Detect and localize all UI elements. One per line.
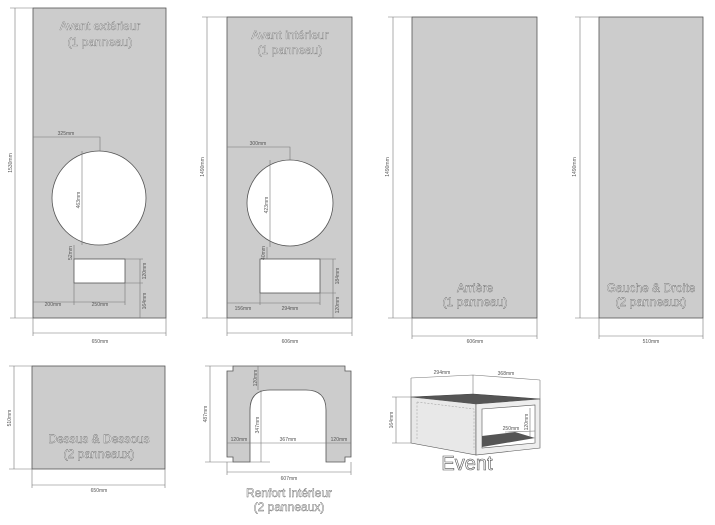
dim-bottom: 120mm — [335, 297, 341, 314]
dim-height: 1530mm — [8, 153, 14, 172]
event-3d-view: 294mm 368mm 164mm 250mm 120mm Event — [389, 370, 541, 475]
panel-shape — [411, 16, 538, 319]
dim-left: 200mm — [45, 302, 62, 308]
panel-gauche-droite: 1490mm 510mm Gauche & Droite (2 panneaux… — [572, 16, 704, 345]
dim-width: 368mm — [498, 371, 515, 377]
dim-right: 120mm — [331, 437, 348, 443]
dim-left: 120mm — [231, 437, 248, 443]
panel-title: Dessus & Dessous — [48, 432, 149, 446]
dim-width: 606mm — [282, 339, 299, 345]
panel-avant-interieur: 1490mm 606mm 300mm 423mm 40mm 184mm 120m… — [200, 16, 353, 345]
dim-hole-width: 250mm — [92, 302, 109, 308]
dim-height: 487mm — [203, 406, 209, 423]
dim-inner-width: 250mm — [503, 426, 520, 432]
dim-height: 164mm — [389, 412, 395, 429]
dim-width: 650mm — [92, 339, 109, 345]
panel-title: Avant intérieur — [251, 28, 328, 42]
dim-height: 1490mm — [200, 157, 206, 176]
dim-top: 120mm — [253, 370, 259, 387]
panel-title: Arrière — [457, 281, 493, 295]
speaker-hole — [51, 150, 147, 246]
panel-avant-exterieur: 1530mm 650mm 325mm 463mm 52mm 120mm 164m… — [8, 7, 167, 345]
panel-count: (2 panneaux) — [616, 295, 687, 309]
dim-hole-height: 184mm — [335, 268, 341, 285]
panel-title: Avant extérieur — [60, 19, 141, 33]
dim-left: 156mm — [235, 306, 252, 312]
event-title: Event — [441, 453, 493, 475]
dim-inner-height: 120mm — [524, 414, 530, 431]
event-inner-floor — [482, 432, 535, 447]
speaker-hole — [246, 159, 334, 247]
panel-title: Gauche & Droite — [607, 281, 696, 295]
panel-shape — [226, 365, 352, 463]
panel-shape — [598, 16, 704, 319]
dim-depth: 294mm — [434, 370, 451, 376]
dim-height: 1490mm — [572, 157, 578, 176]
panel-count: (1 panneau) — [258, 43, 323, 57]
panel-count: (2 panneaux) — [64, 447, 135, 461]
panel-title: Renfort intérieur — [246, 486, 332, 500]
port-hole — [73, 258, 126, 284]
event-side — [410, 396, 477, 456]
dim-hole-height: 120mm — [142, 263, 148, 280]
port-hole — [259, 258, 321, 294]
dim-circle: 463mm — [76, 192, 82, 209]
panel-shape — [31, 365, 166, 470]
dim-circle: 423mm — [264, 197, 270, 214]
dim-width: 606mm — [467, 339, 484, 345]
dim-width: 510mm — [643, 339, 660, 345]
dim-height: 1490mm — [385, 157, 391, 176]
panel-count: (1 panneau) — [68, 35, 133, 49]
dim-gap: 52mm — [68, 246, 74, 260]
dim-height: 510mm — [7, 410, 13, 427]
dim-mid: 367mm — [280, 437, 297, 443]
dim-offset: 325mm — [58, 131, 75, 137]
dim-arch: 347mm — [255, 417, 261, 434]
dim-gap: 40mm — [261, 246, 267, 260]
panel-arriere: 1490mm 606mm Arrière (1 panneau) — [385, 16, 538, 345]
dim-bottom: 164mm — [142, 293, 148, 310]
dim-width: 650mm — [91, 488, 108, 494]
panel-dessus-dessous: 510mm 650mm Dessus & Dessous (2 panneaux… — [7, 365, 166, 494]
dim-offset: 300mm — [250, 141, 267, 147]
panel-renfort-interieur: 487mm 120mm 347mm 120mm 367mm 120mm 607m… — [203, 365, 352, 514]
dim-hole-width: 294mm — [282, 306, 299, 312]
panel-count: (2 panneaux) — [254, 500, 325, 514]
dim-width: 607mm — [281, 476, 298, 482]
panel-count: (1 panneau) — [443, 295, 508, 309]
